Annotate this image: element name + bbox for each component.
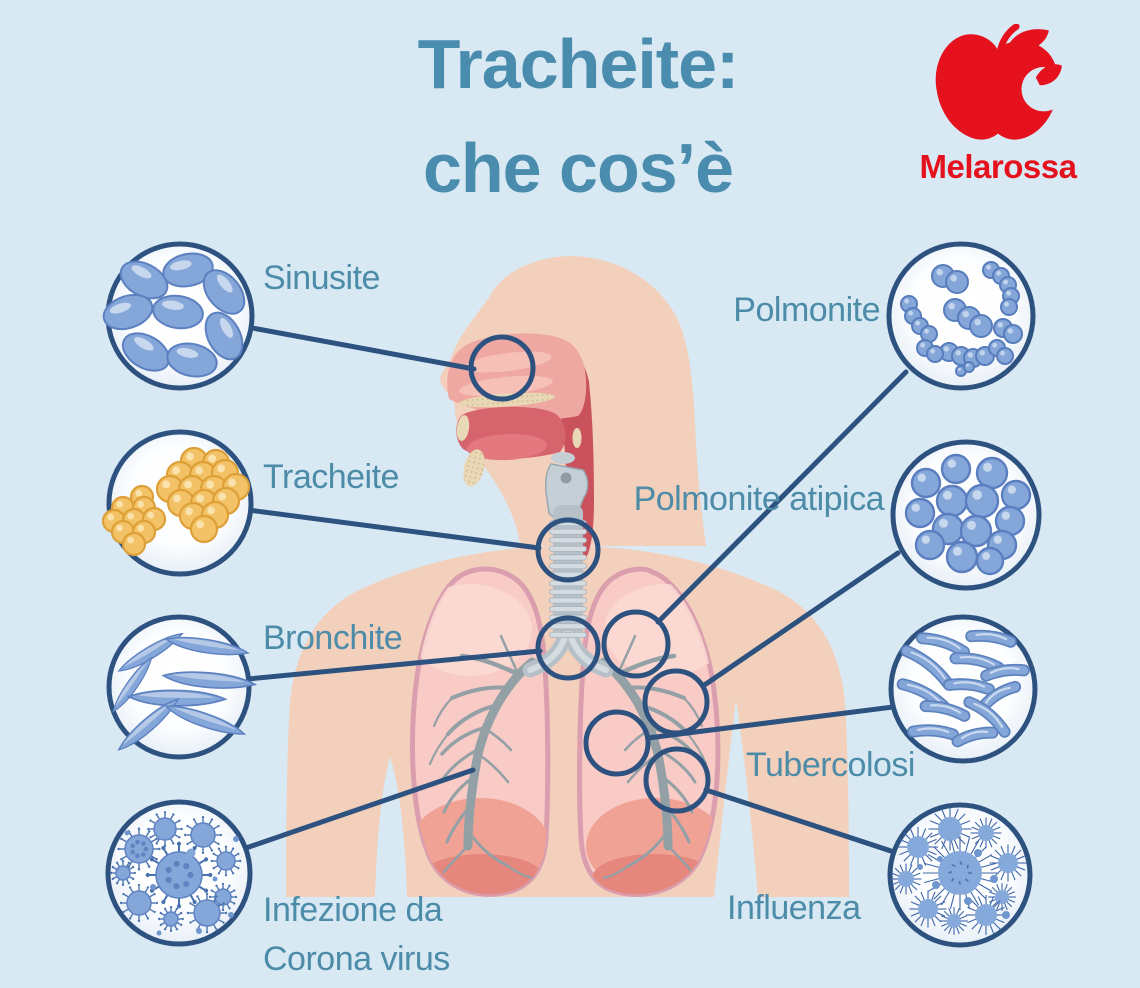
coronavirus-icon xyxy=(110,811,242,936)
staphylococcus-cluster-icon xyxy=(101,446,251,557)
label-polmonite: Polmonite xyxy=(733,291,880,329)
oval-bacteria-icon xyxy=(102,252,246,378)
infection-site-ring xyxy=(583,709,651,777)
infection-site-rings xyxy=(468,334,711,814)
label-tracheite: Tracheite xyxy=(263,458,399,496)
callout-circle-influenza xyxy=(887,802,1033,948)
label-tubercolosi: Tubercolosi xyxy=(746,746,915,784)
callout-connector-lines xyxy=(243,324,909,855)
label-influenza: Influenza xyxy=(727,889,861,927)
infection-site-ring xyxy=(601,609,671,679)
callout-connector-line xyxy=(244,324,477,372)
infection-site-ring xyxy=(535,615,601,681)
callout-circle-tracheite xyxy=(101,429,254,577)
label-corona-virus: Infezione da Corona virus xyxy=(263,891,450,978)
callout-connector-line xyxy=(700,550,901,689)
brand-name: Melarossa xyxy=(919,148,1077,185)
callout-circle-polmonite-atipica xyxy=(890,439,1042,591)
larynx-notch xyxy=(560,472,572,484)
chin-bone-texture xyxy=(463,449,485,487)
callout-connector-line xyxy=(655,369,909,625)
label-sinusite: Sinusite xyxy=(263,259,380,297)
infection-site-ring xyxy=(643,746,711,814)
callout-connector-line xyxy=(243,767,476,851)
label-polmonite-atipica: Polmonite atipica xyxy=(633,480,885,518)
callout-connector-line xyxy=(245,648,543,682)
tongue xyxy=(467,433,547,461)
callout-circle-corona xyxy=(105,799,253,947)
influenza-virus-icon xyxy=(890,807,1027,936)
page-title-line2: che cos’è xyxy=(422,129,734,207)
callout-circle-bronchite xyxy=(106,614,258,760)
apple-icon xyxy=(935,24,1065,140)
callout-connector-line xyxy=(245,507,542,551)
page-title-line1: Tracheite: xyxy=(417,25,740,103)
fusiform-bacteria-icon xyxy=(112,632,258,751)
left-bronchial-tree xyxy=(428,634,537,880)
epiglottis-bone xyxy=(572,428,582,448)
cocci-bacteria-icon xyxy=(904,453,1032,576)
hyoid xyxy=(551,452,575,464)
callout-connector-line xyxy=(645,704,896,741)
lungs xyxy=(410,566,721,897)
callout-circle-polmonite xyxy=(886,241,1036,391)
page-title: Tracheite: che cos’è xyxy=(417,12,740,220)
jaw-bone xyxy=(456,415,470,441)
streptococcus-chain-icon xyxy=(900,261,1023,377)
label-bronchite: Bronchite xyxy=(263,619,403,657)
callout-connector-line xyxy=(703,787,897,855)
callout-circle-sinusite xyxy=(102,241,255,391)
rod-bacteria-icon xyxy=(896,629,1030,748)
brand-logo: Melarossa xyxy=(908,24,1088,186)
callout-circle-tubercolosi xyxy=(888,614,1038,764)
